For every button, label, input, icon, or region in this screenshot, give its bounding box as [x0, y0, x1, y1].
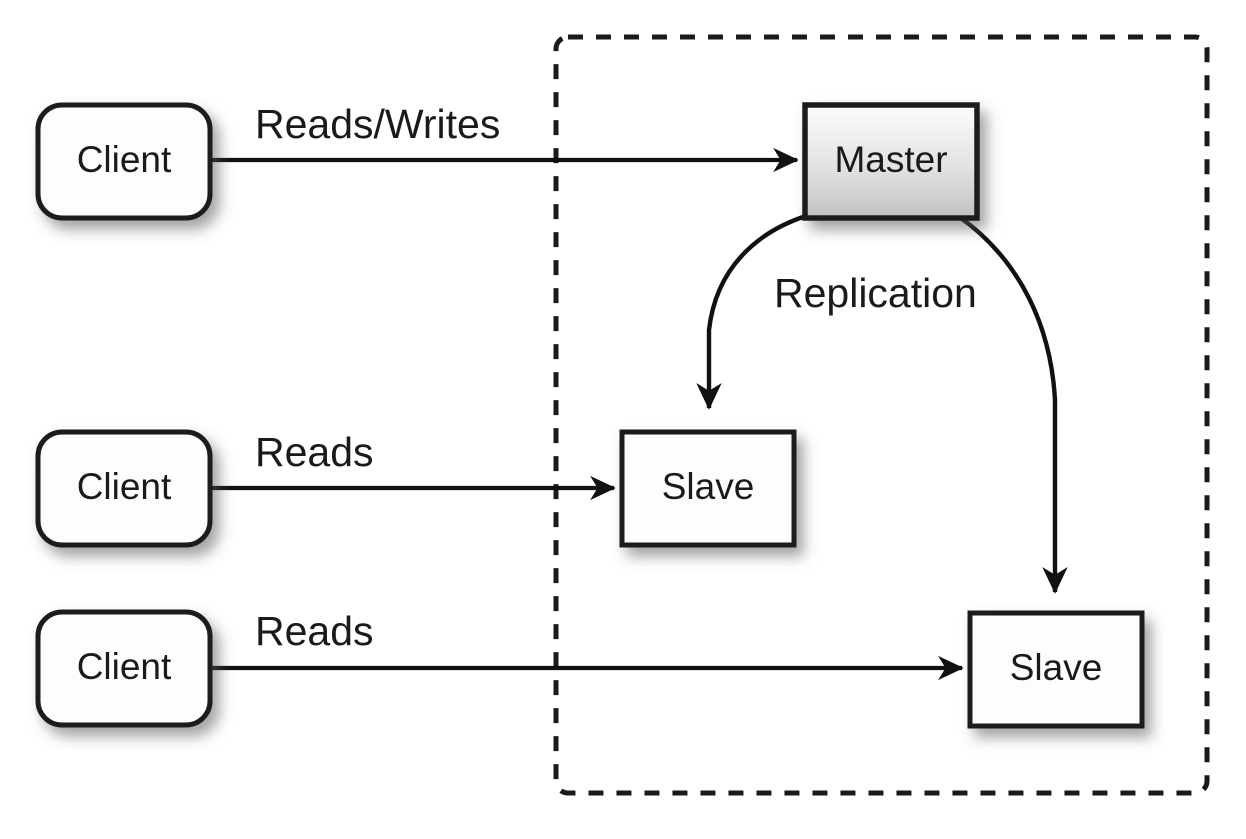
- client-bottom-box[interactable]: [35, 609, 213, 728]
- client-top-box[interactable]: [35, 102, 213, 221]
- client-top-label: Client: [77, 139, 172, 180]
- node-client-top[interactable]: Client: [35, 102, 213, 221]
- edge-label-reads-middle: Reads: [255, 429, 374, 475]
- client-middle-label: Client: [77, 466, 172, 507]
- database-cluster-boundary: [553, 34, 1210, 796]
- edge-master-to-slave-top: [696, 213, 807, 410]
- edge-label-replication: Replication: [774, 270, 977, 316]
- slave-top-label: Slave: [662, 466, 755, 507]
- edge-master-to-slave-bottom: [956, 214, 1068, 594]
- master-label: Master: [834, 139, 947, 180]
- node-master[interactable]: Master: [802, 102, 980, 221]
- edge-label-reads-writes: Reads/Writes: [255, 101, 500, 147]
- node-client-bottom[interactable]: Client: [35, 609, 213, 728]
- client-middle-box[interactable]: [35, 429, 213, 548]
- client-bottom-label: Client: [77, 646, 172, 687]
- node-slave-top[interactable]: Slave: [619, 429, 797, 548]
- node-slave-bottom[interactable]: Slave: [967, 610, 1145, 729]
- slave-top-box[interactable]: [619, 429, 797, 548]
- node-client-middle[interactable]: Client: [35, 429, 213, 548]
- slave-bottom-box[interactable]: [967, 610, 1145, 729]
- master-box[interactable]: [802, 102, 980, 221]
- edge-label-reads-bottom: Reads: [255, 608, 374, 654]
- slave-bottom-label: Slave: [1010, 647, 1103, 688]
